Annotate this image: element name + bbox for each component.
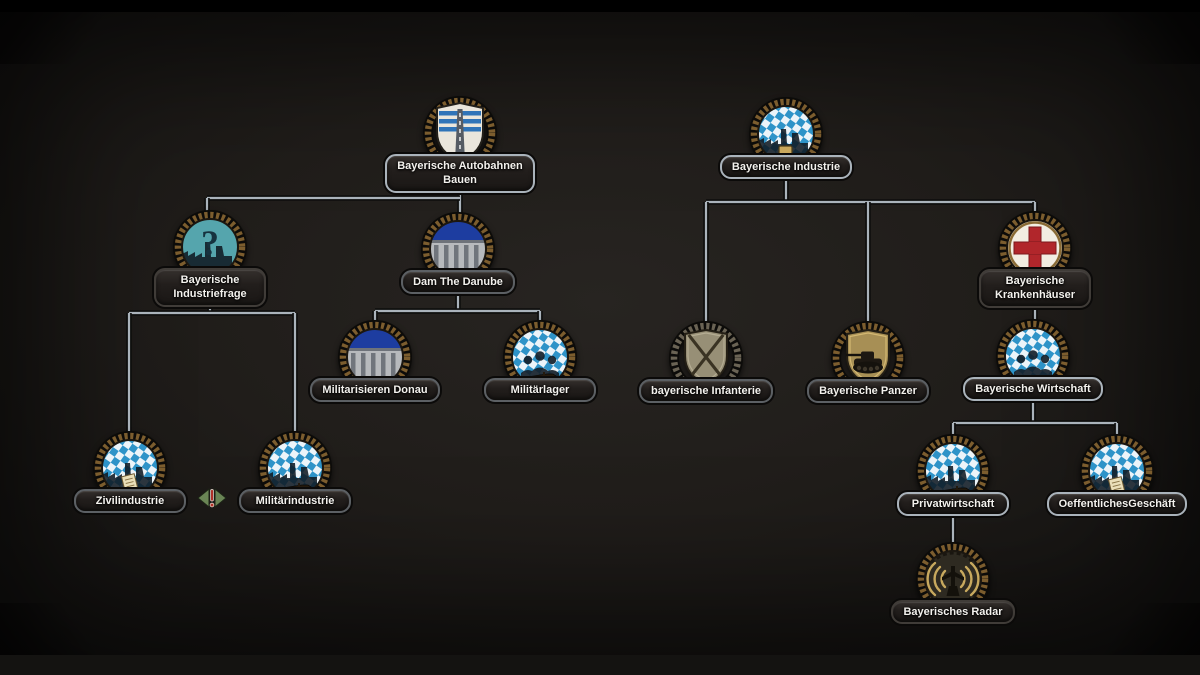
focus-bayerische-infanterie[interactable]: bayerische Infanterie [621,321,791,404]
focus-label-line: Bayerische [180,274,240,286]
focus-label: bayerische Infanterie [638,379,774,404]
focus-bayerische-panzer[interactable]: Bayerische Panzer [783,321,953,404]
focus-label-line: Krankenhäuser [994,289,1076,302]
focus-label: Dam The Danube [401,270,515,295]
focus-label-line: OeffentlichesGeschäft [1058,498,1176,510]
focus-label-line: Bayerische [1005,275,1065,287]
focus-label: Militarisieren Donau [310,378,440,403]
focus-label: Bayerische Wirtschaft [963,377,1103,402]
focus-bayerische-wirtschaft[interactable]: Bayerische Wirtschaft [948,319,1118,402]
focus-label: Militärlager [484,378,596,403]
focus-label: Militärindustrie [239,489,351,514]
focus-label-line: Zivilindustrie [95,495,165,507]
focus-label-line: Industriefrage [173,288,247,301]
focus-label-line: Dam The Danube [413,276,503,288]
focus-label: Privatwirtschaft [897,492,1009,517]
focus-label: Bayerische Panzer [807,379,929,404]
focus-zivilindustrie[interactable]: Zivilindustrie [45,431,215,514]
focus-dam-the-danube[interactable]: Dam The Danube [373,212,543,295]
focus-oeffentlichesgeschaeft[interactable]: OeffentlichesGeschäft [1032,434,1200,517]
focus-militarisieren-donau[interactable]: Militarisieren Donau [290,320,460,403]
focus-label-line: Bayerische Panzer [819,385,917,397]
focus-militaerindustrie[interactable]: Militärindustrie [210,431,380,514]
tree-background [0,12,1200,655]
focus-label-line: Privatwirtschaft [911,498,995,510]
focus-label-line: Bayerische Industrie [731,161,841,173]
focus-label-line: Bayerische Wirtschaft [975,383,1091,395]
focus-label-line: Militarisieren Donau [322,384,428,396]
focus-label-line: Militärlager [510,384,570,396]
focus-label-line: Bayerische Autobahnen [397,160,523,172]
focus-label: Zivilindustrie [74,489,186,514]
focus-privatwirtschaft[interactable]: Privatwirtschaft [868,434,1038,517]
top-letterbox-bar [0,0,1200,12]
focus-label-line: Militärindustrie [255,495,335,507]
focus-label-line: Bauen [443,174,477,187]
focus-label: Bayerische Industrie [719,155,853,180]
focus-label: OeffentlichesGeschäft [1046,492,1188,517]
focus-label-line: Bayerisches Radar [903,606,1003,618]
focus-label-line: bayerische Infanterie [650,385,762,397]
focus-bayerisches-radar[interactable]: Bayerisches Radar [868,542,1038,625]
focus-bayerische-industrie[interactable]: Bayerische Industrie [701,97,871,180]
focus-militaerlager[interactable]: Militärlager [455,320,625,403]
focus-label: Bayerisches Radar [891,600,1015,625]
